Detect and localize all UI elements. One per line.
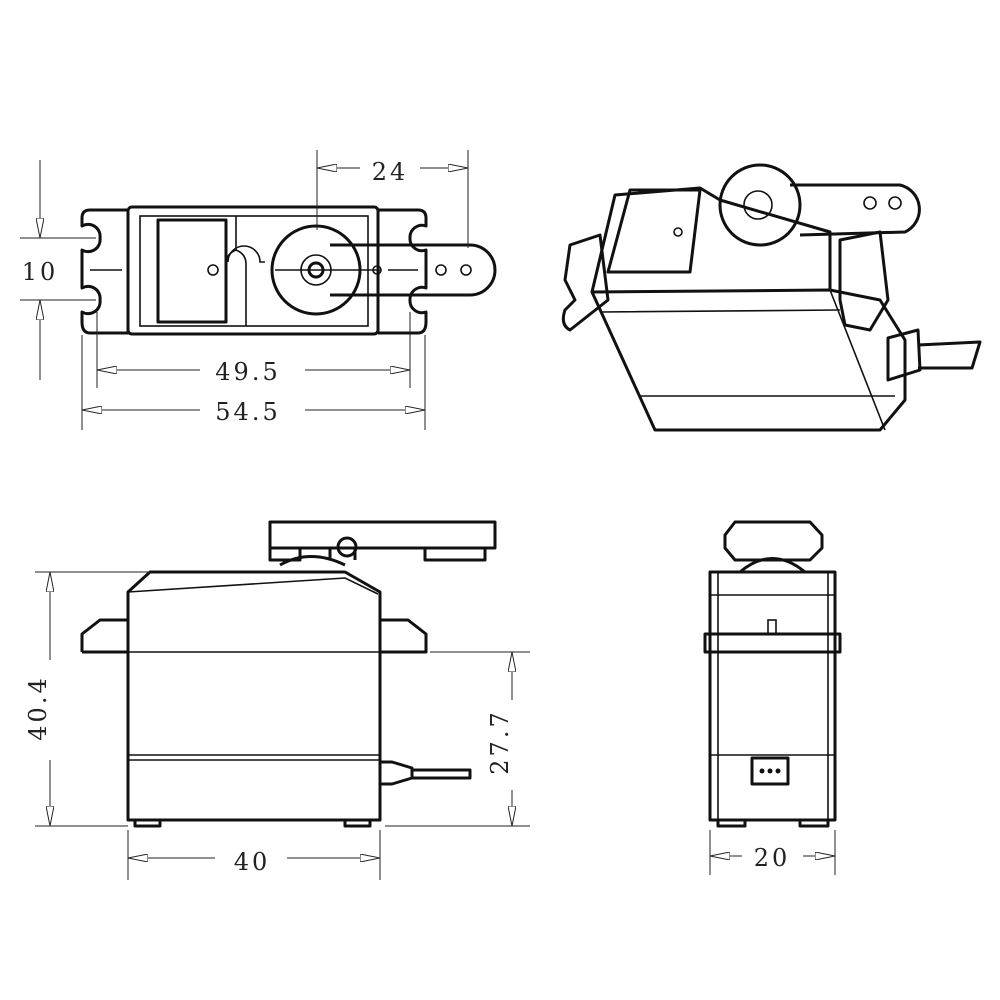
iso-cable bbox=[917, 340, 982, 370]
isometric-view bbox=[561, 163, 982, 432]
label-panel bbox=[156, 218, 228, 324]
top-view: 24 10 49.5 54.5 bbox=[20, 150, 497, 430]
side-horn-arm bbox=[268, 520, 497, 562]
iso-body bbox=[590, 288, 907, 432]
dim-label-20: 20 bbox=[754, 844, 791, 872]
dim-label-49-5: 49.5 bbox=[215, 358, 280, 386]
dim-label-40-4: 40.4 bbox=[24, 675, 52, 740]
front-view: 20 bbox=[703, 520, 842, 875]
dim-label-24: 24 bbox=[372, 158, 409, 186]
connector-port bbox=[750, 756, 790, 786]
dim-label-54-5: 54.5 bbox=[215, 398, 280, 426]
front-horn bbox=[723, 520, 824, 562]
side-view: 40.4 27.7 40 bbox=[24, 520, 530, 880]
servo-horn-arm bbox=[330, 243, 497, 297]
iso-horn-arm bbox=[790, 183, 921, 237]
iso-label-panel bbox=[606, 188, 702, 274]
side-hub bbox=[279, 555, 346, 567]
side-cable bbox=[378, 760, 472, 786]
side-body bbox=[126, 570, 382, 822]
dim-label-40: 40 bbox=[234, 848, 271, 876]
mounting-flange bbox=[80, 208, 428, 335]
dim-label-10: 10 bbox=[22, 258, 59, 286]
dim-label-27-7: 27.7 bbox=[486, 709, 514, 774]
front-body bbox=[708, 570, 837, 822]
iso-horn-hub bbox=[718, 163, 802, 247]
